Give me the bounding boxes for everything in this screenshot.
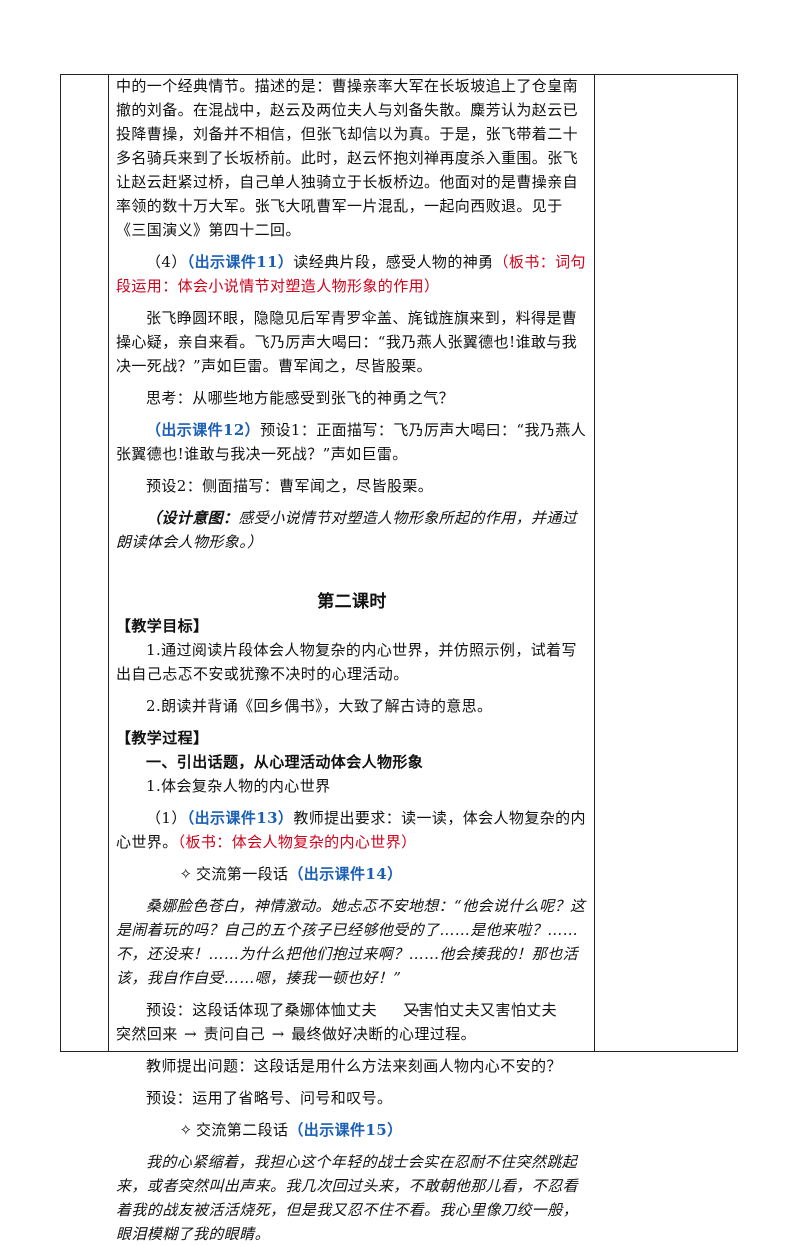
courseware-15: （出示课件15）	[288, 1121, 403, 1139]
soldier-excerpt: 我的心紧缩着，我担心这个年轻的战士会实在忍耐不住突然跳起来，或者突然叫出声来。我…	[116, 1153, 579, 1243]
sub-1-heading: 1.体会复杂人物的内心世界	[146, 777, 331, 795]
design-intent: （设计意图：感受小说情节对塑造人物形象所起的作用，并通过朗读体会人物形象。）	[116, 509, 578, 551]
process-heading: 【教学过程】	[116, 729, 209, 747]
story-paragraph: 中的一个经典情节。描述的是：曹操亲率大军在长坂坡追上了仓皇南撤的刘备。在混战中，…	[116, 77, 579, 239]
teacher-question: 教师提出问题：这段话是用什么方法来刻画人物内心不安的？	[146, 1057, 562, 1075]
exchange-2-heading: ✧交流第二段话（出示课件15）	[116, 1118, 588, 1142]
exchange-1-preset-cont: 突然回来→责问自己→最终做好决断的心理过程。	[116, 1022, 588, 1046]
board-note: （板书：词句段运用：体会小说情节对塑造人物形象的作用）	[116, 253, 586, 295]
think-question: 思考：从哪些地方能感受到张飞的神勇之气？	[146, 389, 455, 407]
preset-1: （出示课件12）预设1：正面描写：飞乃厉声大喝曰：“我乃燕人张翼德也!谁敢与我决…	[116, 421, 587, 463]
table-column-divider-left	[108, 74, 109, 1052]
lesson-content: 中的一个经典情节。描述的是：曹操亲率大军在长坂坡追上了仓皇南撤的刘备。在混战中，…	[116, 74, 588, 1246]
goal-2: 2.朗读并背诵《回乡偶书》，大致了解古诗的意思。	[146, 697, 493, 715]
diamond-icon: ✧	[179, 865, 193, 883]
step-1: （1）（出示课件13）教师提出要求：读一读，体会人物复杂的内心世界。（板书：体会…	[116, 809, 586, 851]
diamond-icon: ✧	[179, 1121, 193, 1139]
lesson-title: 第二课时	[317, 592, 387, 612]
arrow-icon: →	[271, 1025, 285, 1043]
table-frame	[60, 74, 738, 1052]
step-4: （4）（出示课件11）读经典片段，感受人物的神勇（板书：词句段运用：体会小说情节…	[116, 253, 586, 295]
teacher-answer: 预设：运用了省略号、问号和叹号。	[146, 1089, 393, 1107]
arrow-icon: →	[407, 1001, 420, 1019]
part-1-heading: 一、引出话题，从心理活动体会人物形象	[146, 753, 424, 771]
courseware-13: （出示课件13）	[186, 809, 294, 827]
sangna-excerpt: 桑娜脸色苍白，神情激动。她忐忑不安地想：“他会说什么呢？这是闹着玩的吗？自己的五…	[116, 897, 586, 987]
courseware-14: （出示课件14）	[288, 865, 403, 883]
courseware-12: （出示课件12）	[146, 421, 261, 439]
goal-1: 1.通过阅读片段体会人物复杂的内心世界，并仿照示例，试着写出自己忐忑不安或犹豫不…	[116, 641, 577, 683]
exchange-1-heading: ✧交流第一段话（出示课件14）	[116, 862, 588, 886]
arrow-icon: →	[184, 1025, 198, 1043]
zhangfei-excerpt: 张飞睁圆环眼，隐隐见后军青罗伞盖、旄钺旌旗来到，料得是曹操心疑，亲自来看。飞乃厉…	[116, 309, 578, 375]
preset-2: 预设2：侧面描写：曹军闻之，尽皆股栗。	[146, 477, 434, 495]
exchange-1-preset: 预设：这段话体现了桑娜体恤丈夫→又害怕丈夫又害怕丈夫	[116, 998, 588, 1022]
table-column-divider-right	[594, 74, 595, 1052]
board-note-2: （板书：体会人物复杂的内心世界）	[177, 833, 417, 851]
goals-heading: 【教学目标】	[116, 617, 209, 635]
courseware-11: （出示课件11）	[186, 253, 294, 271]
